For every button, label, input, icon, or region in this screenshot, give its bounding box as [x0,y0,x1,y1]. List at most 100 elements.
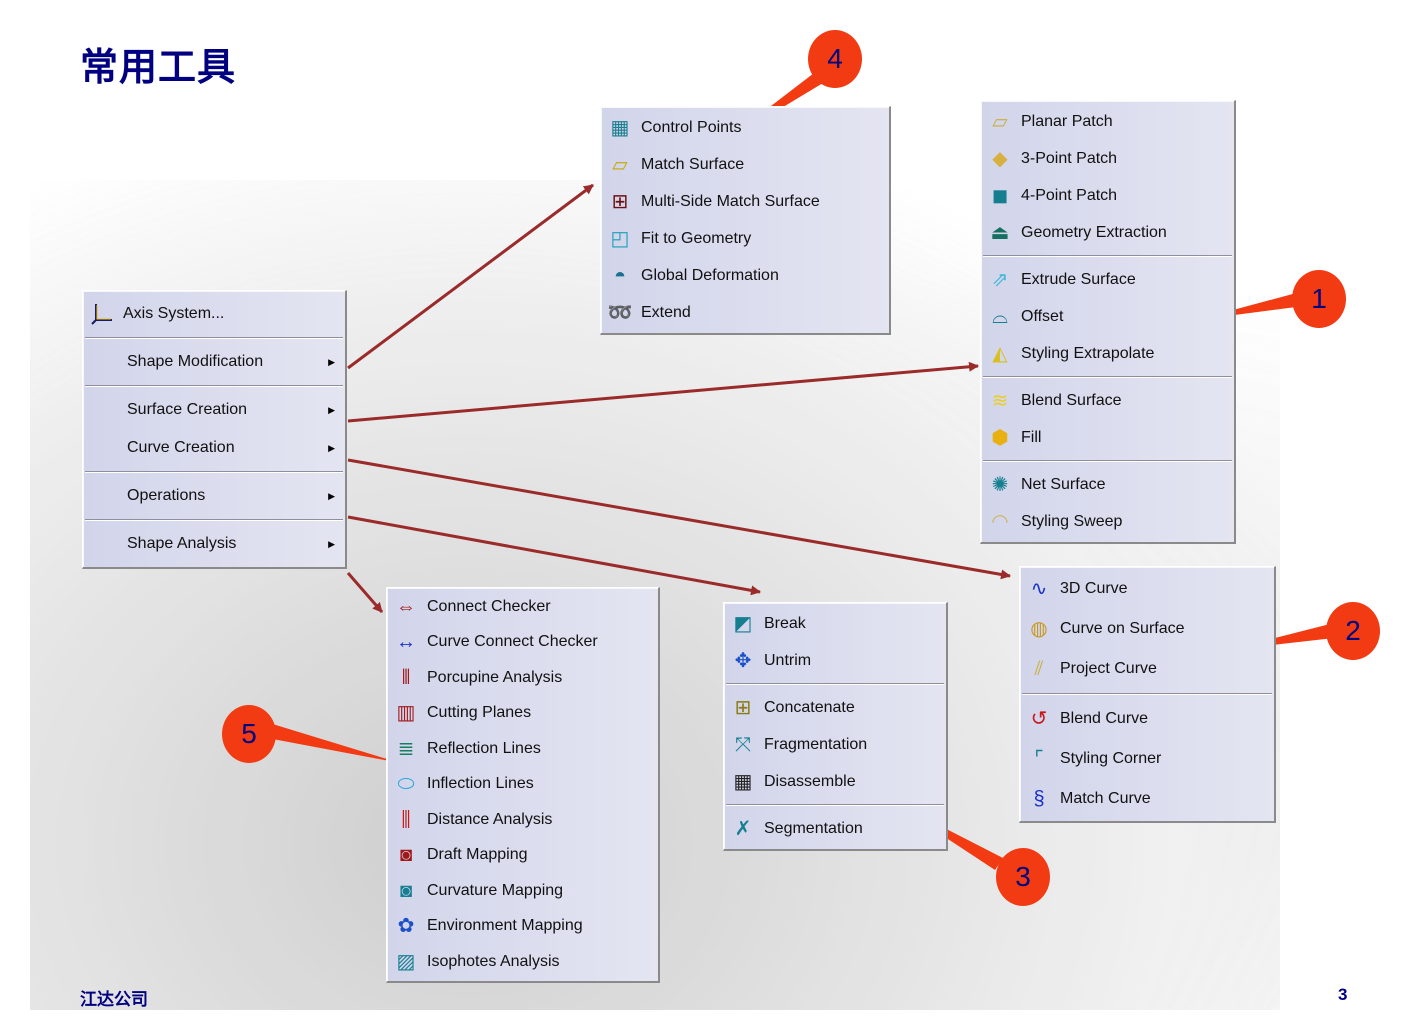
menu-item-label: Distance Analysis [427,810,553,828]
break-icon: ◩ [733,612,753,635]
menu-item-untrim[interactable]: ✥Untrim [724,642,946,679]
menu-item-geometry-extraction[interactable]: ⏏Geometry Extraction [981,214,1234,251]
menu-item-label: Extrude Surface [1021,270,1136,288]
menu-item-3d-curve[interactable]: ∿3D Curve [1020,569,1274,609]
curve-on-surface-icon: ◍ [1030,618,1048,640]
extend-icon: ➿ [607,301,633,324]
menu-item-label: Curve Creation [127,439,235,456]
menu-item-fill[interactable]: ⬢Fill [981,419,1234,456]
menu-item-label: Operations [127,487,206,504]
distance-analysis-icon: ⫼ [401,808,411,831]
menu-item-blend-surface[interactable]: ≋Blend Surface [981,382,1234,419]
menu-item-porcupine-analysis[interactable]: ⦀Porcupine Analysis [387,660,658,696]
isophotes-analysis-icon: ▨ [396,950,416,973]
menu-item-label: 4-Point Patch [1021,186,1118,204]
menu-item-disassemble[interactable]: ▦Disassemble [724,763,946,800]
menu-item-label: Porcupine Analysis [427,668,563,686]
menu-item-multi-side-match-surface[interactable]: ⊞Multi-Side Match Surface [601,183,889,220]
menu-item-styling-sweep[interactable]: ◠Styling Sweep [981,503,1234,540]
menu-item-label: Match Surface [641,155,745,173]
menu-item-fragmentation[interactable]: ⤧Fragmentation [724,726,946,763]
callout-3: 3 [996,848,1050,906]
submenu-arrow-icon: ▶ [328,356,335,367]
menu-item-cutting-planes[interactable]: ▥Cutting Planes [387,696,658,732]
menu-item-curve-connect-checker[interactable]: ↔Curve Connect Checker [387,625,658,661]
submenu-arrow-icon: ▶ [328,404,335,415]
callout-5: 5 [222,705,276,763]
menu-item-blend-curve[interactable]: ↺Blend Curve [1020,699,1274,739]
menu-item-styling-corner[interactable]: ⌜Styling Corner [1020,739,1274,779]
menu-item-net-surface[interactable]: ✺Net Surface [981,466,1234,503]
menu-item-curvature-mapping[interactable]: ◙Curvature Mapping [387,873,658,909]
menu-item-label: Fill [1021,428,1042,446]
menu-item-label: Extend [641,303,691,321]
menu-item-curve-on-surface[interactable]: ◍Curve on Surface [1020,609,1274,649]
planar-patch-icon: ▱ [992,110,1008,133]
menu-item-extend[interactable]: ➿ Extend [601,294,889,331]
menu-item-fit-to-geometry[interactable]: ◰ Fit to Geometry [601,220,889,257]
menu-item-label: Reflection Lines [427,739,541,757]
styling-corner-icon: ⌜ [1034,748,1044,770]
callout-5-tail [262,722,400,763]
menu-item-draft-mapping[interactable]: ◙Draft Mapping [387,838,658,874]
curve-creation-menu: ∿3D Curve ◍Curve on Surface ⫽Project Cur… [1019,566,1276,823]
menu-item-styling-extrapolate[interactable]: ◭Styling Extrapolate [981,335,1234,372]
page-number: 3 [1338,985,1348,1004]
menu-item-shape-analysis[interactable]: Shape Analysis ▶ [83,525,345,563]
menu-item-project-curve[interactable]: ⫽Project Curve [1020,649,1274,689]
menu-item-environment-mapping[interactable]: ✿Environment Mapping [387,909,658,945]
menu-item-planar-patch[interactable]: ▱ Planar Patch [981,103,1234,140]
menu-item-segmentation[interactable]: ✗Segmentation [724,810,946,847]
menu-item-shape-modification[interactable]: Shape Modification ▶ [83,343,345,381]
menu-item-inflection-lines[interactable]: ⬭Inflection Lines [387,767,658,803]
menu-item-3-point-patch[interactable]: ◆3-Point Patch [981,140,1234,177]
menu-item-operations[interactable]: Operations ▶ [83,477,345,515]
menu-item-label: Fit to Geometry [641,229,752,247]
menu-item-label: Net Surface [1021,475,1106,493]
menu-item-isophotes-analysis[interactable]: ▨Isophotes Analysis [387,944,658,980]
menu-item-surface-creation[interactable]: Surface Creation ▶ [83,391,345,429]
menu-item-global-deformation[interactable]: ◓Global Deformation [601,257,889,294]
menu-item-connect-checker[interactable]: ⇔Connect Checker [387,589,658,625]
menu-item-extrude-surface[interactable]: ⇗ Extrude Surface [981,261,1234,298]
menu-item-label: Surface Creation [127,401,248,418]
menu-item-axis-system[interactable]: Axis System... [83,295,345,333]
menu-item-4-point-patch[interactable]: ◼4-Point Patch [981,177,1234,214]
callout-2: 2 [1326,602,1380,660]
inflection-lines-icon: ⬭ [397,773,415,796]
menu-item-label: Segmentation [764,819,863,837]
geometry-extraction-icon: ⏏ [990,221,1010,244]
menu-separator [983,376,1232,378]
callout-1: 1 [1292,270,1346,328]
3d-curve-icon: ∿ [1030,578,1048,600]
menu-item-label: Fragmentation [764,735,868,753]
match-surface-icon: ▱ [612,153,628,176]
menu-item-control-points[interactable]: ▦Control Points [601,109,889,146]
menu-item-label: Multi-Side Match Surface [641,192,820,210]
cutting-planes-icon: ▥ [396,702,416,725]
menu-item-label: Shape Modification [127,353,264,370]
connect-checker-icon: ⇔ [396,595,416,618]
arrow-to-shape-modification [347,183,594,370]
menu-item-offset[interactable]: ⌓Offset [981,298,1234,335]
control-points-icon: ▦ [610,116,630,139]
menu-separator [1022,693,1272,695]
menu-item-match-surface[interactable]: ▱ Match Surface [601,146,889,183]
menu-item-concatenate[interactable]: ⊞Concatenate [724,689,946,726]
menu-item-label: Shape Analysis [127,535,237,552]
menu-item-label: 3-Point Patch [1021,149,1118,167]
menu-item-label: Planar Patch [1021,112,1113,130]
menu-item-curve-creation[interactable]: Curve Creation ▶ [83,429,345,467]
extrude-surface-icon: ⇗ [991,268,1009,291]
menu-separator [983,255,1232,257]
menu-item-match-curve[interactable]: § Match Curve [1020,779,1274,819]
menu-item-distance-analysis[interactable]: ⫼ Distance Analysis [387,802,658,838]
menu-item-label: Offset [1021,307,1064,325]
shape-analysis-menu: ⇔Connect Checker ↔Curve Connect Checker … [386,587,660,983]
menu-item-break[interactable]: ◩Break [724,605,946,642]
fit-to-geometry-icon: ◰ [610,227,630,250]
match-curve-icon: § [1033,788,1045,810]
menu-item-reflection-lines[interactable]: ≣Reflection Lines [387,731,658,767]
menu-item-label: Match Curve [1060,790,1151,807]
submenu-arrow-icon: ▶ [328,442,335,453]
